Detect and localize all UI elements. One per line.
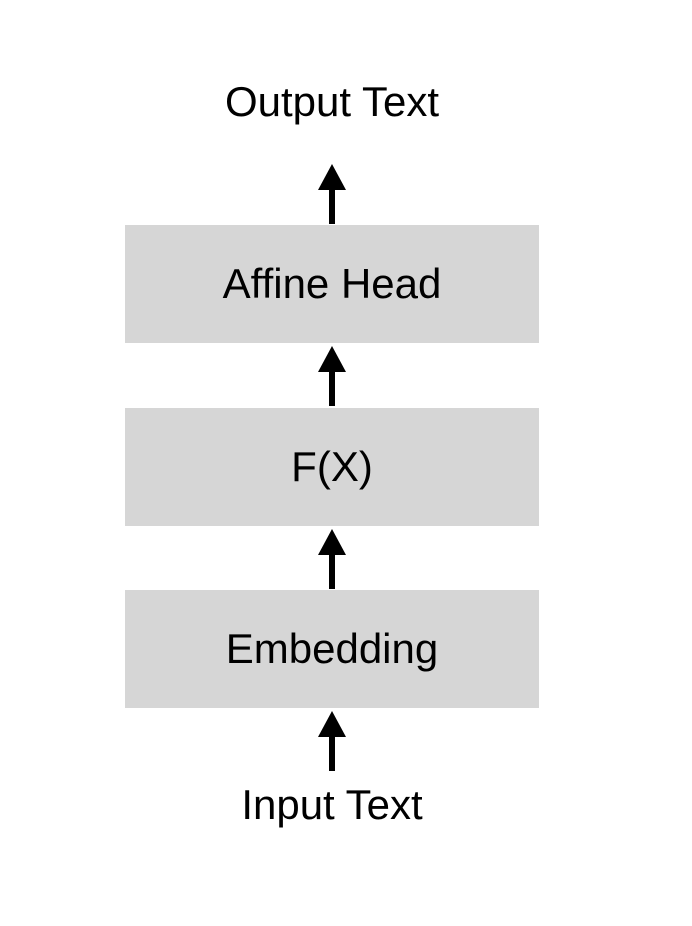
fx-label: F(X) [291,443,373,490]
arrow-up-icon [318,164,346,224]
arrow-up-icon [318,346,346,406]
fx-block: F(X) [125,408,539,526]
embedding-label: Embedding [225,625,439,672]
output-text-label: Output Text [224,78,440,125]
affine-head-label: Affine Head [222,260,442,307]
affine-head-block: Affine Head [125,225,539,343]
arrow-up-icon [318,711,346,771]
embedding-block: Embedding [125,590,539,708]
input-text-label: Input Text [241,781,423,828]
arrow-up-icon [318,529,346,589]
